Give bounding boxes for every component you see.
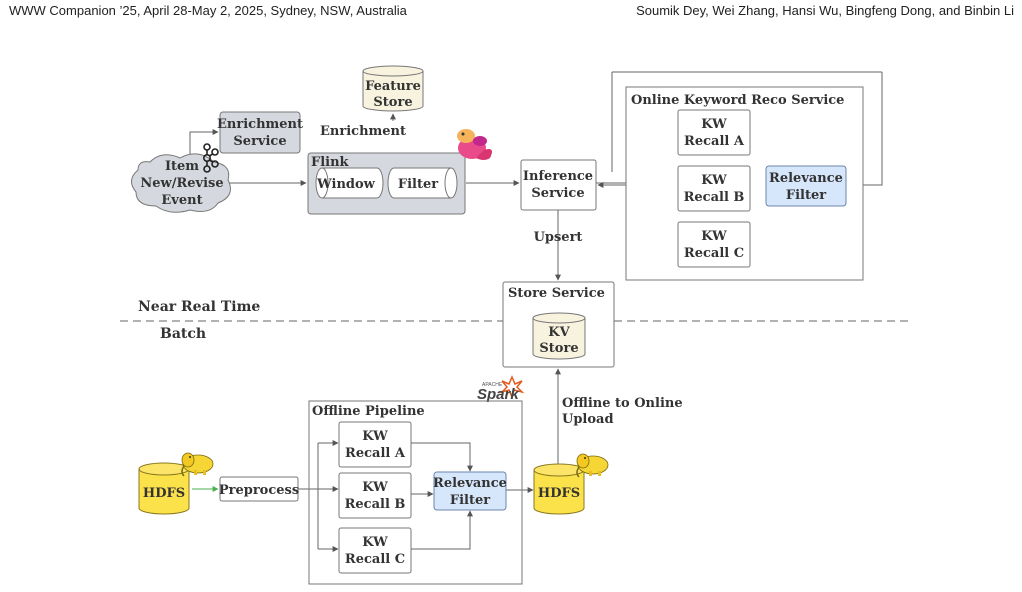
offline-recall-c-line2: Recall C xyxy=(345,552,405,567)
kv-store-line2: Store xyxy=(539,341,578,356)
offline-recall-a-line1: KW xyxy=(362,429,388,444)
online-recall-b-line1: KW xyxy=(701,173,727,188)
inference-service: Inference Service xyxy=(520,159,597,211)
hdfs-output: HDFS xyxy=(533,463,585,515)
feature-store-line2: Store xyxy=(373,95,412,110)
hadoop-elephant-icon xyxy=(181,452,214,477)
online-relevance-filter xyxy=(765,165,847,207)
hadoop-elephant-icon xyxy=(576,453,609,478)
offline-pipeline-title: Offline Pipeline xyxy=(312,404,425,419)
offline-upload-line1: Offline to Online xyxy=(562,396,683,411)
filter-operator: Filter xyxy=(398,177,438,192)
feature-store-line1: Feature xyxy=(365,79,421,94)
feature-store: Feature Store xyxy=(362,65,424,112)
item-event-line3: Event xyxy=(161,193,202,208)
online-recall-b xyxy=(677,165,751,212)
upsert-label: Upsert xyxy=(534,230,583,245)
offline-pipeline: Offline Pipeline KW Recall A KW Recall B… xyxy=(308,400,523,585)
offline-recall-b xyxy=(338,472,412,519)
offline-relevance-filter xyxy=(433,471,507,511)
flink-squirrel-icon xyxy=(457,129,492,160)
spark-star-icon: APACHE Spark xyxy=(477,375,525,403)
enrichment-service-line2: Service xyxy=(233,134,286,149)
preprocess: Preprocess xyxy=(219,476,299,502)
preprocess-label: Preprocess xyxy=(219,483,299,498)
kafka-icon xyxy=(203,143,219,173)
online-service-title: Online Keyword Reco Service xyxy=(631,93,844,108)
online-recall-b-line2: Recall B xyxy=(684,190,745,205)
spark-apache-text: APACHE xyxy=(482,382,503,388)
item-event-line1: Item xyxy=(165,159,199,174)
store-service-title: Store Service xyxy=(508,286,605,301)
store-service: Store Service KV Store xyxy=(502,281,615,368)
enrichment-service: Enrichment Service xyxy=(217,111,303,154)
online-relevance-line2: Filter xyxy=(786,188,826,203)
hdfs-input-label: HDFS xyxy=(143,486,185,501)
running-header-authors: Soumik Dey, Wei Zhang, Hansi Wu, Bingfen… xyxy=(636,3,1014,18)
offline-upload-line2: Upload xyxy=(562,412,614,427)
spark-logo-text: Spark xyxy=(477,386,519,403)
offline-recall-c-line1: KW xyxy=(362,535,388,550)
online-recall-c xyxy=(677,221,751,268)
batch-label: Batch xyxy=(160,326,206,342)
running-header-left: WWW Companion ’25, April 28-May 2, 2025,… xyxy=(9,3,407,18)
online-recall-a-line2: Recall A xyxy=(684,134,745,149)
flink-title: Flink xyxy=(311,155,350,170)
online-recall-a-line1: KW xyxy=(701,117,727,132)
online-keyword-reco-service: Online Keyword Reco Service KW Recall A … xyxy=(625,86,864,281)
online-recall-c-line1: KW xyxy=(701,229,727,244)
hdfs-input: HDFS xyxy=(138,462,190,515)
kv-store-line1: KV xyxy=(548,325,570,340)
enrichment-edge-label: Enrichment xyxy=(320,124,406,139)
inference-line1: Inference xyxy=(523,169,593,184)
near-real-time-label: Near Real Time xyxy=(138,299,260,315)
online-recall-a xyxy=(677,109,751,156)
offline-recall-b-line2: Recall B xyxy=(345,497,406,512)
enrichment-service-line1: Enrichment xyxy=(217,117,303,132)
hdfs-output-label: HDFS xyxy=(538,486,580,501)
offline-recall-b-line1: KW xyxy=(362,480,388,495)
offline-recall-a xyxy=(338,421,412,468)
offline-recall-a-line2: Recall A xyxy=(345,446,406,461)
inference-line2: Service xyxy=(531,186,584,201)
offline-relevance-line2: Filter xyxy=(450,493,490,508)
offline-recall-c xyxy=(338,527,412,574)
offline-relevance-line1: Relevance xyxy=(433,476,507,491)
online-relevance-line1: Relevance xyxy=(769,171,843,186)
item-event-cloud: Item New/Revise Event xyxy=(131,153,231,213)
flink-container: Flink Window Filter xyxy=(307,152,466,215)
online-recall-c-line2: Recall C xyxy=(684,246,744,261)
item-event-line2: New/Revise xyxy=(140,176,223,191)
window-operator: Window xyxy=(316,177,376,192)
